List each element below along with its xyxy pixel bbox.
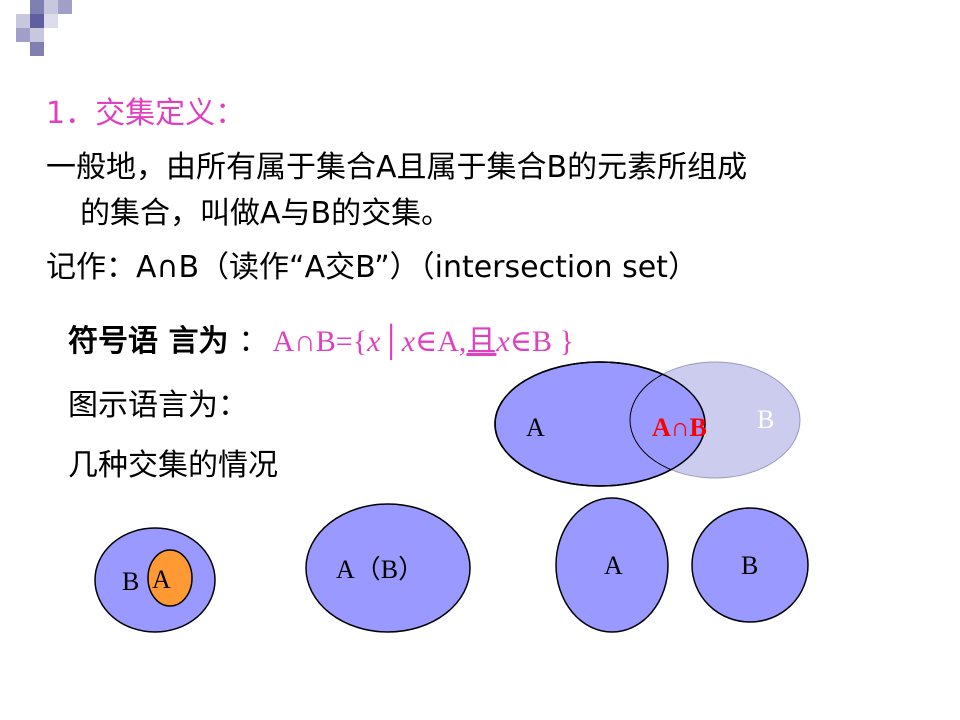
subset-label-b: B xyxy=(122,567,139,596)
diagram-language-line: 图示语言为： xyxy=(68,388,248,423)
disjoint-label-b: B xyxy=(741,551,758,580)
main-label-intersection: A∩B xyxy=(652,413,707,442)
symbolic-colon: ： xyxy=(238,324,269,359)
venn-subset-case: B A xyxy=(94,527,216,633)
disjoint-label-a: A xyxy=(604,551,623,580)
subset-label-a: A xyxy=(152,565,171,594)
section-heading: 1．交集定义： xyxy=(46,96,246,131)
main-label-b: B xyxy=(757,405,774,434)
disjoint-b-ellipse xyxy=(691,507,809,623)
corner-decoration xyxy=(0,0,80,60)
cases-title: 几种交集的情况 xyxy=(68,448,278,483)
definition-line-2: 的集合，叫做A与B的交集。 xyxy=(80,196,452,231)
disjoint-a-ellipse xyxy=(555,497,669,633)
equal-label: A（B） xyxy=(336,555,424,584)
venn-main: A B A∩B xyxy=(494,361,801,487)
definition-line-1: 一般地，由所有属于集合A且属于集合B的元素所组成 xyxy=(46,150,748,185)
notation-line: 记作：A∩B（读作“A交B”）（intersection set） xyxy=(46,250,698,285)
symbolic-label: 符号语 言为 xyxy=(68,324,229,359)
main-label-a: A xyxy=(526,413,545,442)
set-builder-expression: A∩B={x│x∈A,且x∈B } xyxy=(272,324,574,359)
venn-equal-case: A（B） xyxy=(305,503,471,633)
venn-disjoint-case: A B xyxy=(555,497,809,633)
equal-ellipse xyxy=(305,503,471,633)
symbolic-language-line: 符号语 言为 ：A∩B={x│x∈A,且x∈B } xyxy=(68,316,574,360)
intersection-region xyxy=(630,362,705,478)
subset-inner-a xyxy=(147,549,193,607)
